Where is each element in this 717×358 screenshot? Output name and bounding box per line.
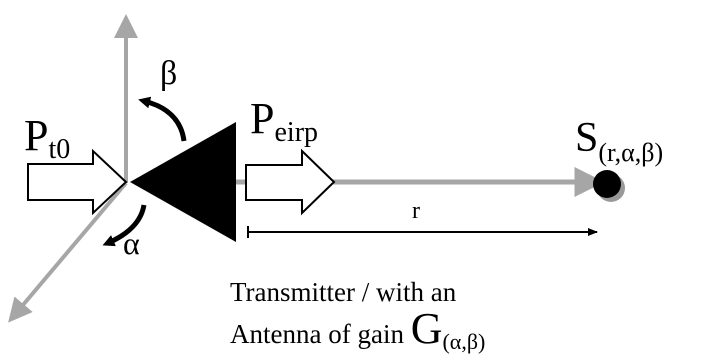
input-power-label: Pt0 — [24, 111, 70, 165]
caption-line-1: Transmitter / with an — [230, 277, 457, 307]
eirp-power-label: Peirp — [250, 94, 318, 148]
eirp-power-arrow — [245, 148, 336, 216]
input-power-arrow — [27, 148, 128, 216]
distance-label: r — [412, 198, 420, 224]
caption-line-2: Antenna of gain G(α,β) — [230, 304, 485, 354]
beta-rotation-arrow — [138, 96, 187, 142]
alpha-label: α — [123, 225, 140, 261]
receiver-point — [593, 170, 621, 198]
antenna-triangle — [130, 122, 236, 242]
beta-label: β — [160, 55, 177, 92]
signal-label: S(r,α,β) — [575, 115, 663, 167]
diagonal-axis — [8, 181, 128, 323]
alpha-rotation-arrow — [102, 204, 147, 247]
